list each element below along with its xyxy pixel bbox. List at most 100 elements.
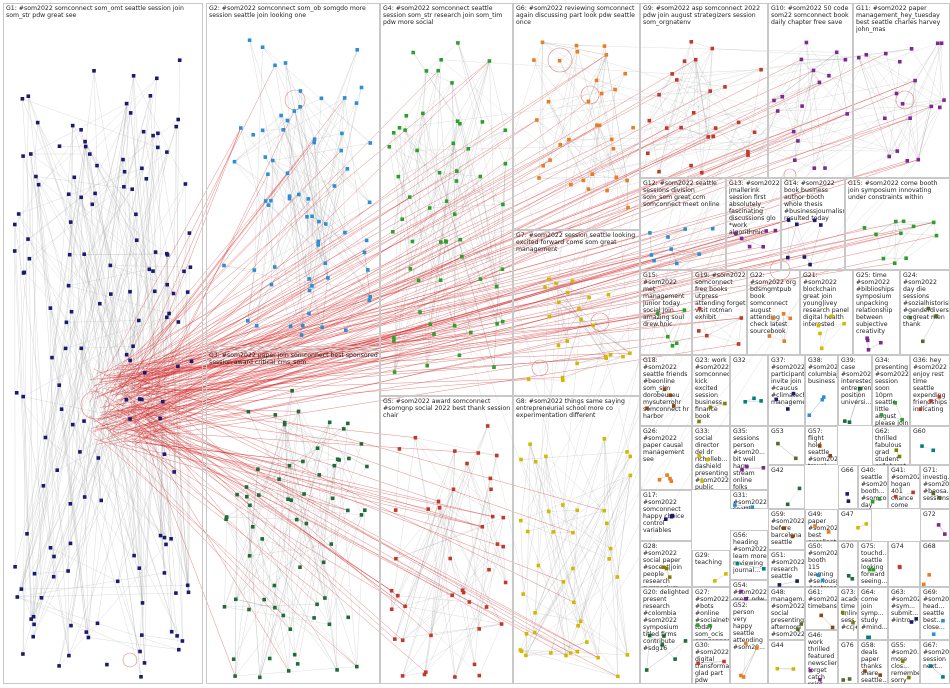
edge-intra [174,471,189,593]
edge-intra [34,252,156,574]
node-g1 [32,622,36,627]
edge-intra [79,401,163,453]
edge-intra [649,69,762,121]
edge-intra [525,641,587,656]
edge-intra [559,60,598,126]
edge-intra [33,214,137,637]
node-g3 [298,565,302,569]
edge-intra [234,494,238,677]
edge-intra [453,121,458,144]
edge-intra [45,311,72,438]
edge-intra [224,604,318,608]
edge-intra [240,128,291,327]
node-g1 [90,202,95,207]
edge-intra [819,323,845,334]
edge-inter [104,248,672,376]
node-g1 [180,639,185,643]
edge-intra [21,585,188,590]
self-loop [580,85,600,105]
edge-intra [287,120,370,203]
node-g7 [575,361,579,366]
node-g1 [155,76,159,81]
node-g49 [777,583,782,587]
group-box-g41: G41: #som2022 hogan 401 chance come leck… [888,465,920,509]
node-g4 [503,161,508,166]
edge-intra [58,291,131,666]
edge-intra [538,565,618,677]
node-g13 [739,236,744,241]
node-g1 [13,222,17,227]
node-g3 [286,497,290,501]
edge-intra [16,392,140,569]
edge-intra [568,51,578,140]
edge-intra [402,501,439,641]
edge-intra [813,70,829,76]
edge-intra [22,126,177,655]
node-g40 [877,497,882,501]
node-g2 [310,214,314,219]
edge-intra [466,463,506,583]
edge-intra [135,214,188,586]
node-g9 [736,120,741,125]
edge-intra [698,308,700,331]
edge-intra [611,89,616,140]
node-g1 [128,111,133,115]
node-g10 [812,166,817,170]
node-g5 [477,673,482,678]
edge-intra [918,100,945,160]
edge-intra [287,411,299,500]
node-g72 [928,664,933,668]
edge-cross [626,165,692,452]
node-g2 [343,230,347,235]
node-g23 [723,401,727,406]
edge-intra [416,150,503,322]
edge-inter [146,413,403,641]
edge-intra [819,316,832,334]
edge-cross [577,96,783,626]
edge-intra [280,115,329,278]
group-label: G70 [841,543,854,550]
node-g3 [342,427,346,431]
group-label: G26: #som2022 paper causal management se… [643,428,685,463]
node-g65 [696,661,700,665]
node-g1 [183,182,188,186]
edge-inter [96,219,789,420]
edge-inter [113,297,590,386]
node-g2 [362,250,367,255]
edge-intra [389,132,394,147]
node-g3 [346,508,350,513]
edge-intra [88,159,124,638]
node-g15 [892,261,897,265]
node-g5 [453,675,457,679]
group-label: G33: social director del dr richelleb...… [695,428,729,490]
node-g2 [310,284,314,288]
node-g1 [158,416,162,421]
edge-intra [821,323,845,349]
edge-intra [284,422,292,501]
edge-cross [404,130,440,173]
node-g8 [524,653,528,658]
edge-intra [864,222,934,229]
group-label: G62: thrilled fabulous grad student coll… [875,428,909,465]
edge-intra [776,399,788,410]
edge-intra [402,463,468,676]
node-g10 [775,109,780,113]
node-g66 [741,675,746,679]
edge-intra [545,456,549,512]
node-g34 [828,454,832,458]
edge-intra [674,640,686,660]
node-g5 [453,449,457,453]
node-g5 [422,672,427,677]
edge-intra [30,103,127,155]
node-g41 [893,494,898,499]
node-g18 [767,334,772,338]
node-g2 [316,239,321,244]
edge-inter [97,257,788,420]
group-label: G6: #som2022 reviewing somconnect again … [516,5,635,26]
edge-cross [454,139,569,215]
node-g1 [21,394,25,399]
node-g3 [244,485,249,489]
node-g1 [55,468,59,472]
node-g1 [57,144,62,148]
node-g2 [345,167,350,171]
